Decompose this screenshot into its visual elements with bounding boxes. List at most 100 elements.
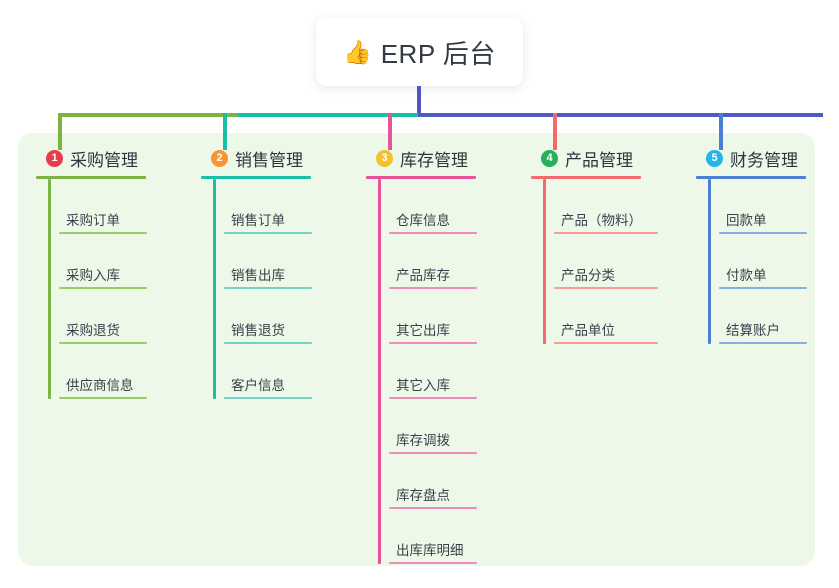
branch-column-4: 4 产品管理产品（物料） 产品分类产品单位: [531, 146, 661, 344]
leaf-item-label: 其它入库: [396, 378, 450, 394]
leaf-item-label: 库存调拨: [396, 433, 450, 449]
leaf-item-label: 出库库明细: [396, 543, 464, 559]
leaf-item[interactable]: 客户信息: [215, 344, 331, 399]
leaf-item-underline: [719, 342, 807, 344]
branch-header-2[interactable]: 2 销售管理: [201, 146, 331, 170]
leaf-item[interactable]: 付款单: [710, 234, 826, 289]
leaf-item-label: 产品分类: [561, 268, 615, 284]
root-stem-connector: [417, 86, 421, 115]
leaf-item[interactable]: 采购入库: [50, 234, 166, 289]
branch-title-3: 库存管理: [400, 150, 468, 170]
leaf-item[interactable]: 销售订单: [215, 179, 331, 234]
leaf-item-label: 采购订单: [66, 213, 120, 229]
branch-drop-connector-4: [553, 113, 557, 150]
branch-underline-4: [531, 176, 641, 179]
branch-title-5: 财务管理: [730, 150, 798, 170]
branch-badge-2: 2: [211, 149, 228, 167]
leaf-spine-4: [543, 179, 546, 344]
branch-title-4: 产品管理: [565, 150, 633, 170]
root-node[interactable]: 👍 ERP 后台: [316, 18, 523, 86]
leaf-item-underline: [224, 397, 312, 399]
leaf-item-label: 采购退货: [66, 323, 120, 339]
leaf-item-underline: [554, 232, 658, 234]
leaf-item-label: 回款单: [726, 213, 767, 229]
leaf-spine-1: [48, 179, 51, 399]
leaf-item-underline: [224, 342, 312, 344]
branch-drop-connector-1: [58, 113, 62, 150]
branch-badge-5: 5: [706, 149, 723, 167]
leaf-item[interactable]: 库存盘点: [380, 454, 496, 509]
leaf-item[interactable]: 其它出库: [380, 289, 496, 344]
leaf-item-underline: [389, 287, 477, 289]
branch-badge-3: 3: [376, 149, 393, 167]
leaf-item-underline: [59, 232, 147, 234]
horizontal-connector-1: [58, 113, 238, 117]
leaf-item-label: 其它出库: [396, 323, 450, 339]
leaf-item-underline: [719, 232, 807, 234]
leaf-item-label: 结算账户: [726, 323, 780, 339]
branch-drop-connector-3: [388, 113, 392, 150]
leaf-item[interactable]: 销售出库: [215, 234, 331, 289]
branch-column-3: 3 库存管理仓库信息产品库存其它出库其它入库库存调拨库存盘点出库库明细: [366, 146, 496, 564]
leaf-item[interactable]: 产品单位: [545, 289, 661, 344]
leaf-item-label: 库存盘点: [396, 488, 450, 504]
leaf-item-label: 供应商信息: [66, 378, 134, 394]
branch-badge-1: 1: [46, 149, 63, 167]
thumbs-up-icon: 👍: [343, 38, 372, 65]
leaf-list-3: 仓库信息产品库存其它出库其它入库库存调拨库存盘点出库库明细: [366, 179, 496, 564]
leaf-item-underline: [59, 287, 147, 289]
leaf-item-label: 采购入库: [66, 268, 120, 284]
leaf-item-underline: [719, 287, 807, 289]
leaf-item-underline: [389, 232, 477, 234]
leaf-list-4: 产品（物料） 产品分类产品单位: [531, 179, 661, 344]
background-panel: [18, 133, 815, 566]
leaf-spine-3: [378, 179, 381, 564]
leaf-item-label: 销售退货: [231, 323, 285, 339]
branch-underline-2: [201, 176, 311, 179]
leaf-item[interactable]: 回款单: [710, 179, 826, 234]
leaf-spine-2: [213, 179, 216, 399]
leaf-list-5: 回款单付款单结算账户: [696, 179, 826, 344]
branch-badge-4: 4: [541, 149, 558, 167]
leaf-item[interactable]: 供应商信息: [50, 344, 166, 399]
leaf-item-underline: [389, 507, 477, 509]
leaf-spine-5: [708, 179, 711, 344]
leaf-item-label: 产品（物料）: [561, 213, 642, 229]
leaf-item[interactable]: 其它入库: [380, 344, 496, 399]
leaf-item-label: 产品库存: [396, 268, 450, 284]
leaf-item[interactable]: 销售退货: [215, 289, 331, 344]
branch-header-5[interactable]: 5 财务管理: [696, 146, 826, 170]
leaf-item-label: 付款单: [726, 268, 767, 284]
leaf-item[interactable]: 产品库存: [380, 234, 496, 289]
leaf-item[interactable]: 出库库明细: [380, 509, 496, 564]
leaf-item[interactable]: 产品分类: [545, 234, 661, 289]
leaf-item-underline: [59, 397, 147, 399]
leaf-item[interactable]: 仓库信息: [380, 179, 496, 234]
leaf-item[interactable]: 采购订单: [50, 179, 166, 234]
horizontal-connector-3: [418, 113, 823, 117]
branch-column-2: 2 销售管理销售订单销售出库销售退货客户信息: [201, 146, 331, 399]
leaf-item-underline: [389, 342, 477, 344]
branch-header-4[interactable]: 4 产品管理: [531, 146, 661, 170]
leaf-item-underline: [389, 452, 477, 454]
branch-header-3[interactable]: 3 库存管理: [366, 146, 496, 170]
leaf-item-label: 客户信息: [231, 378, 285, 394]
leaf-item[interactable]: 产品（物料）: [545, 179, 661, 234]
branch-drop-connector-5: [719, 113, 723, 150]
leaf-item-underline: [554, 342, 658, 344]
leaf-item[interactable]: 采购退货: [50, 289, 166, 344]
horizontal-connector-2: [238, 113, 418, 117]
leaf-item-label: 产品单位: [561, 323, 615, 339]
branch-underline-3: [366, 176, 476, 179]
leaf-item-label: 仓库信息: [396, 213, 450, 229]
leaf-item-underline: [224, 232, 312, 234]
leaf-item[interactable]: 库存调拨: [380, 399, 496, 454]
leaf-item-underline: [224, 287, 312, 289]
branch-underline-5: [696, 176, 806, 179]
leaf-item[interactable]: 结算账户: [710, 289, 826, 344]
leaf-list-2: 销售订单销售出库销售退货客户信息: [201, 179, 331, 399]
branch-title-2: 销售管理: [235, 150, 303, 170]
